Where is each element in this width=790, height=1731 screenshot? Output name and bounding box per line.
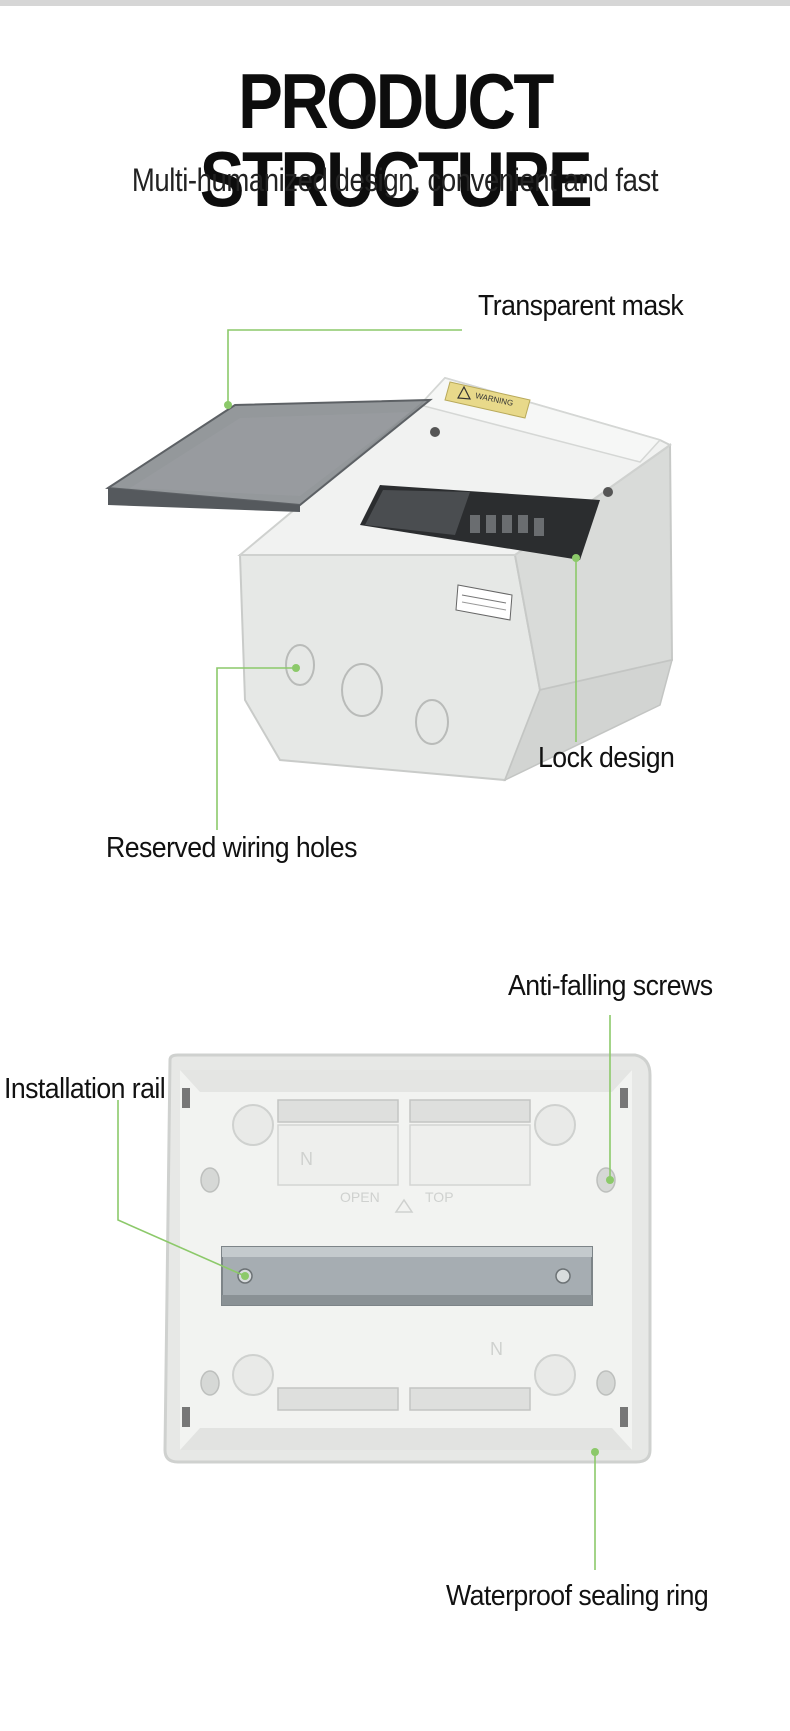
leader-lines xyxy=(117,329,611,1570)
top-divider xyxy=(0,0,790,6)
callout-reserved-wiring-holes: Reserved wiring holes xyxy=(106,832,357,864)
callout-waterproof-sealing-ring: Waterproof sealing ring xyxy=(446,1580,709,1612)
page-subtitle: Multi-humanized design, convenient and f… xyxy=(131,162,659,198)
embossed-n-left: N xyxy=(300,1149,313,1169)
enclosure-open-view: WARNING xyxy=(105,376,674,782)
enclosure-interior-view: N N OPEN TOP xyxy=(163,1053,652,1464)
callout-transparent-mask: Transparent mask xyxy=(478,290,684,322)
callout-lock-design: Lock design xyxy=(538,742,675,774)
page-title: PRODUCT STRUCTURE xyxy=(199,57,593,223)
embossed-open: OPEN xyxy=(340,1189,380,1205)
embossed-top: TOP xyxy=(425,1189,454,1205)
embossed-n-right: N xyxy=(490,1339,503,1359)
callout-installation-rail: Installation rail xyxy=(4,1073,166,1105)
leader-dots xyxy=(224,401,614,1456)
callout-anti-falling-screws: Anti-falling screws xyxy=(508,970,713,1002)
